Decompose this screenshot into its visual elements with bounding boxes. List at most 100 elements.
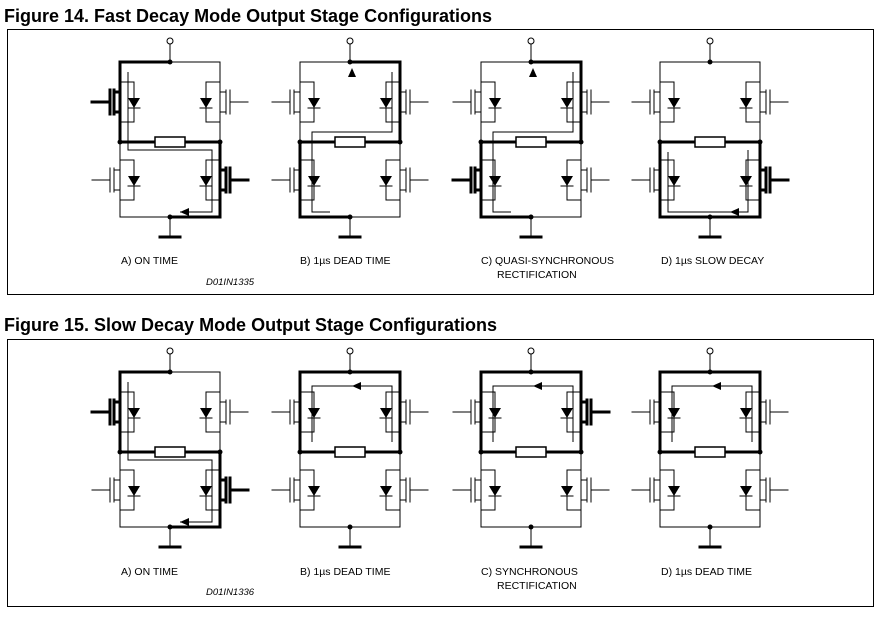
figure-code-1335: D01IN1335 [206, 277, 255, 288]
mosfet-top-right [739, 381, 789, 443]
junction-dot [167, 59, 173, 65]
mosfet-top-right [379, 71, 429, 133]
mosfet-bottom-right [560, 149, 610, 211]
mosfet-bottom-right [379, 149, 429, 211]
mosfet-bottom-left [91, 149, 141, 211]
junction-dot [117, 449, 123, 455]
junction-dot [528, 59, 534, 65]
mosfet-top-left [631, 381, 681, 443]
mosfet-bottom-right [560, 459, 610, 521]
junction-dot [757, 449, 763, 455]
junction-dot [397, 449, 403, 455]
mosfet-top-left [452, 381, 502, 443]
current-arrow [533, 382, 542, 390]
junction-dot [528, 369, 534, 375]
supply-terminal [706, 37, 714, 45]
mosfet-bottom-right [739, 459, 789, 521]
mosfet-top-left [631, 71, 681, 133]
mosfet-bottom-left [271, 459, 321, 521]
mosfet-bottom-left [91, 459, 141, 521]
caption-fig15-c-line1: C) SYNCHRONOUS [481, 566, 578, 578]
current-path [671, 385, 753, 442]
junction-dot [578, 449, 584, 455]
mosfet-bottom-left [451, 148, 502, 212]
current-path [127, 72, 213, 213]
load-resistor [515, 136, 547, 148]
junction-dot [657, 139, 663, 145]
caption-fig15-c-line2: RECTIFICATION [497, 580, 577, 592]
mosfet-top-right [199, 381, 249, 443]
load-resistor [334, 446, 366, 458]
caption-fig15-b: B) 1µs DEAD TIME [300, 566, 391, 578]
circuit-fig15-c [452, 347, 611, 549]
mosfet-top-right [560, 71, 610, 133]
supply-terminal [166, 37, 174, 45]
junction-dot [707, 369, 713, 375]
current-arrow [180, 208, 189, 216]
current-arrow [180, 518, 189, 526]
caption-fig14-b: B) 1µs DEAD TIME [300, 255, 391, 267]
load-resistor [694, 136, 726, 148]
mosfet-bottom-right [739, 148, 790, 212]
figure-14-title: Figure 14. Fast Decay Mode Output Stage … [4, 6, 493, 26]
mosfet-bottom-right [199, 458, 250, 522]
circuit-fig14-a [90, 37, 250, 239]
current-path [492, 72, 574, 213]
junction-dot [217, 449, 223, 455]
mosfet-top-right [739, 71, 789, 133]
supply-terminal [527, 347, 535, 355]
load-resistor [694, 446, 726, 458]
caption-fig14-a: A) ON TIME [121, 255, 178, 267]
junction-dot [478, 449, 484, 455]
current-path [311, 72, 393, 213]
load-resistor [334, 136, 366, 148]
supply-terminal [527, 37, 535, 45]
circuit-fig15-a [90, 347, 250, 549]
load-resistor [154, 446, 186, 458]
caption-fig14-d: D) 1µs SLOW DECAY [661, 255, 765, 267]
junction-dot [657, 449, 663, 455]
junction-dot [347, 59, 353, 65]
junction-dot [167, 369, 173, 375]
caption-fig14-c-line1: C) QUASI-SYNCHRONOUS [481, 255, 615, 267]
junction-dot [478, 139, 484, 145]
junction-dot [117, 139, 123, 145]
supply-terminal [346, 347, 354, 355]
supply-terminal [706, 347, 714, 355]
current-path [311, 385, 393, 442]
mosfet-top-left [271, 381, 321, 443]
junction-dot [297, 449, 303, 455]
supply-terminal [166, 347, 174, 355]
junction-dot [347, 369, 353, 375]
mosfet-top-left [90, 380, 141, 444]
mosfet-top-left [90, 70, 141, 134]
junction-dot [757, 139, 763, 145]
mosfet-bottom-right [379, 459, 429, 521]
circuit-fig14-b [271, 37, 429, 239]
mosfet-bottom-left [271, 149, 321, 211]
junction-dot [297, 139, 303, 145]
supply-terminal [346, 37, 354, 45]
current-arrow [730, 208, 739, 216]
mosfet-top-right [379, 381, 429, 443]
current-path [667, 150, 749, 213]
mosfet-bottom-left [452, 459, 502, 521]
junction-dot [397, 139, 403, 145]
caption-fig14-c-line2: RECTIFICATION [497, 269, 577, 281]
junction-dot [217, 139, 223, 145]
current-arrow [348, 68, 356, 77]
figure-code-1336: D01IN1336 [206, 587, 255, 598]
circuit-fig15-d [631, 347, 789, 549]
junction-dot [578, 139, 584, 145]
mosfet-top-left [271, 71, 321, 133]
load-resistor [154, 136, 186, 148]
caption-fig15-d: D) 1µs DEAD TIME [661, 566, 753, 578]
current-arrow [529, 68, 537, 77]
mosfet-top-right [199, 71, 249, 133]
mosfet-bottom-left [631, 149, 681, 211]
mosfet-top-right [560, 380, 611, 444]
mosfet-bottom-right [199, 148, 250, 212]
current-path [492, 385, 574, 442]
current-path [127, 382, 213, 523]
circuit-fig14-c [451, 37, 610, 239]
